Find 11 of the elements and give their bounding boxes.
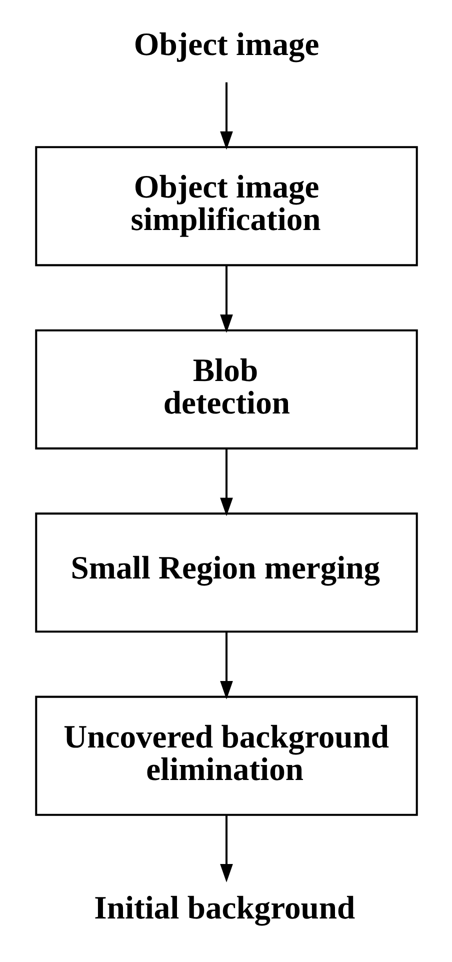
node-text: Object image [133,27,319,64]
arrow [220,266,232,333]
arrow [220,816,232,882]
node-box: Object image simplification [34,146,418,266]
arrow [220,82,232,150]
arrow [220,632,232,700]
node-box: Blob detection [34,329,418,450]
node-text: Initial background [94,890,355,926]
node-box: Uncovered background elimination [34,696,418,816]
node-box: Small Region merging [34,512,418,633]
arrow [220,449,232,516]
